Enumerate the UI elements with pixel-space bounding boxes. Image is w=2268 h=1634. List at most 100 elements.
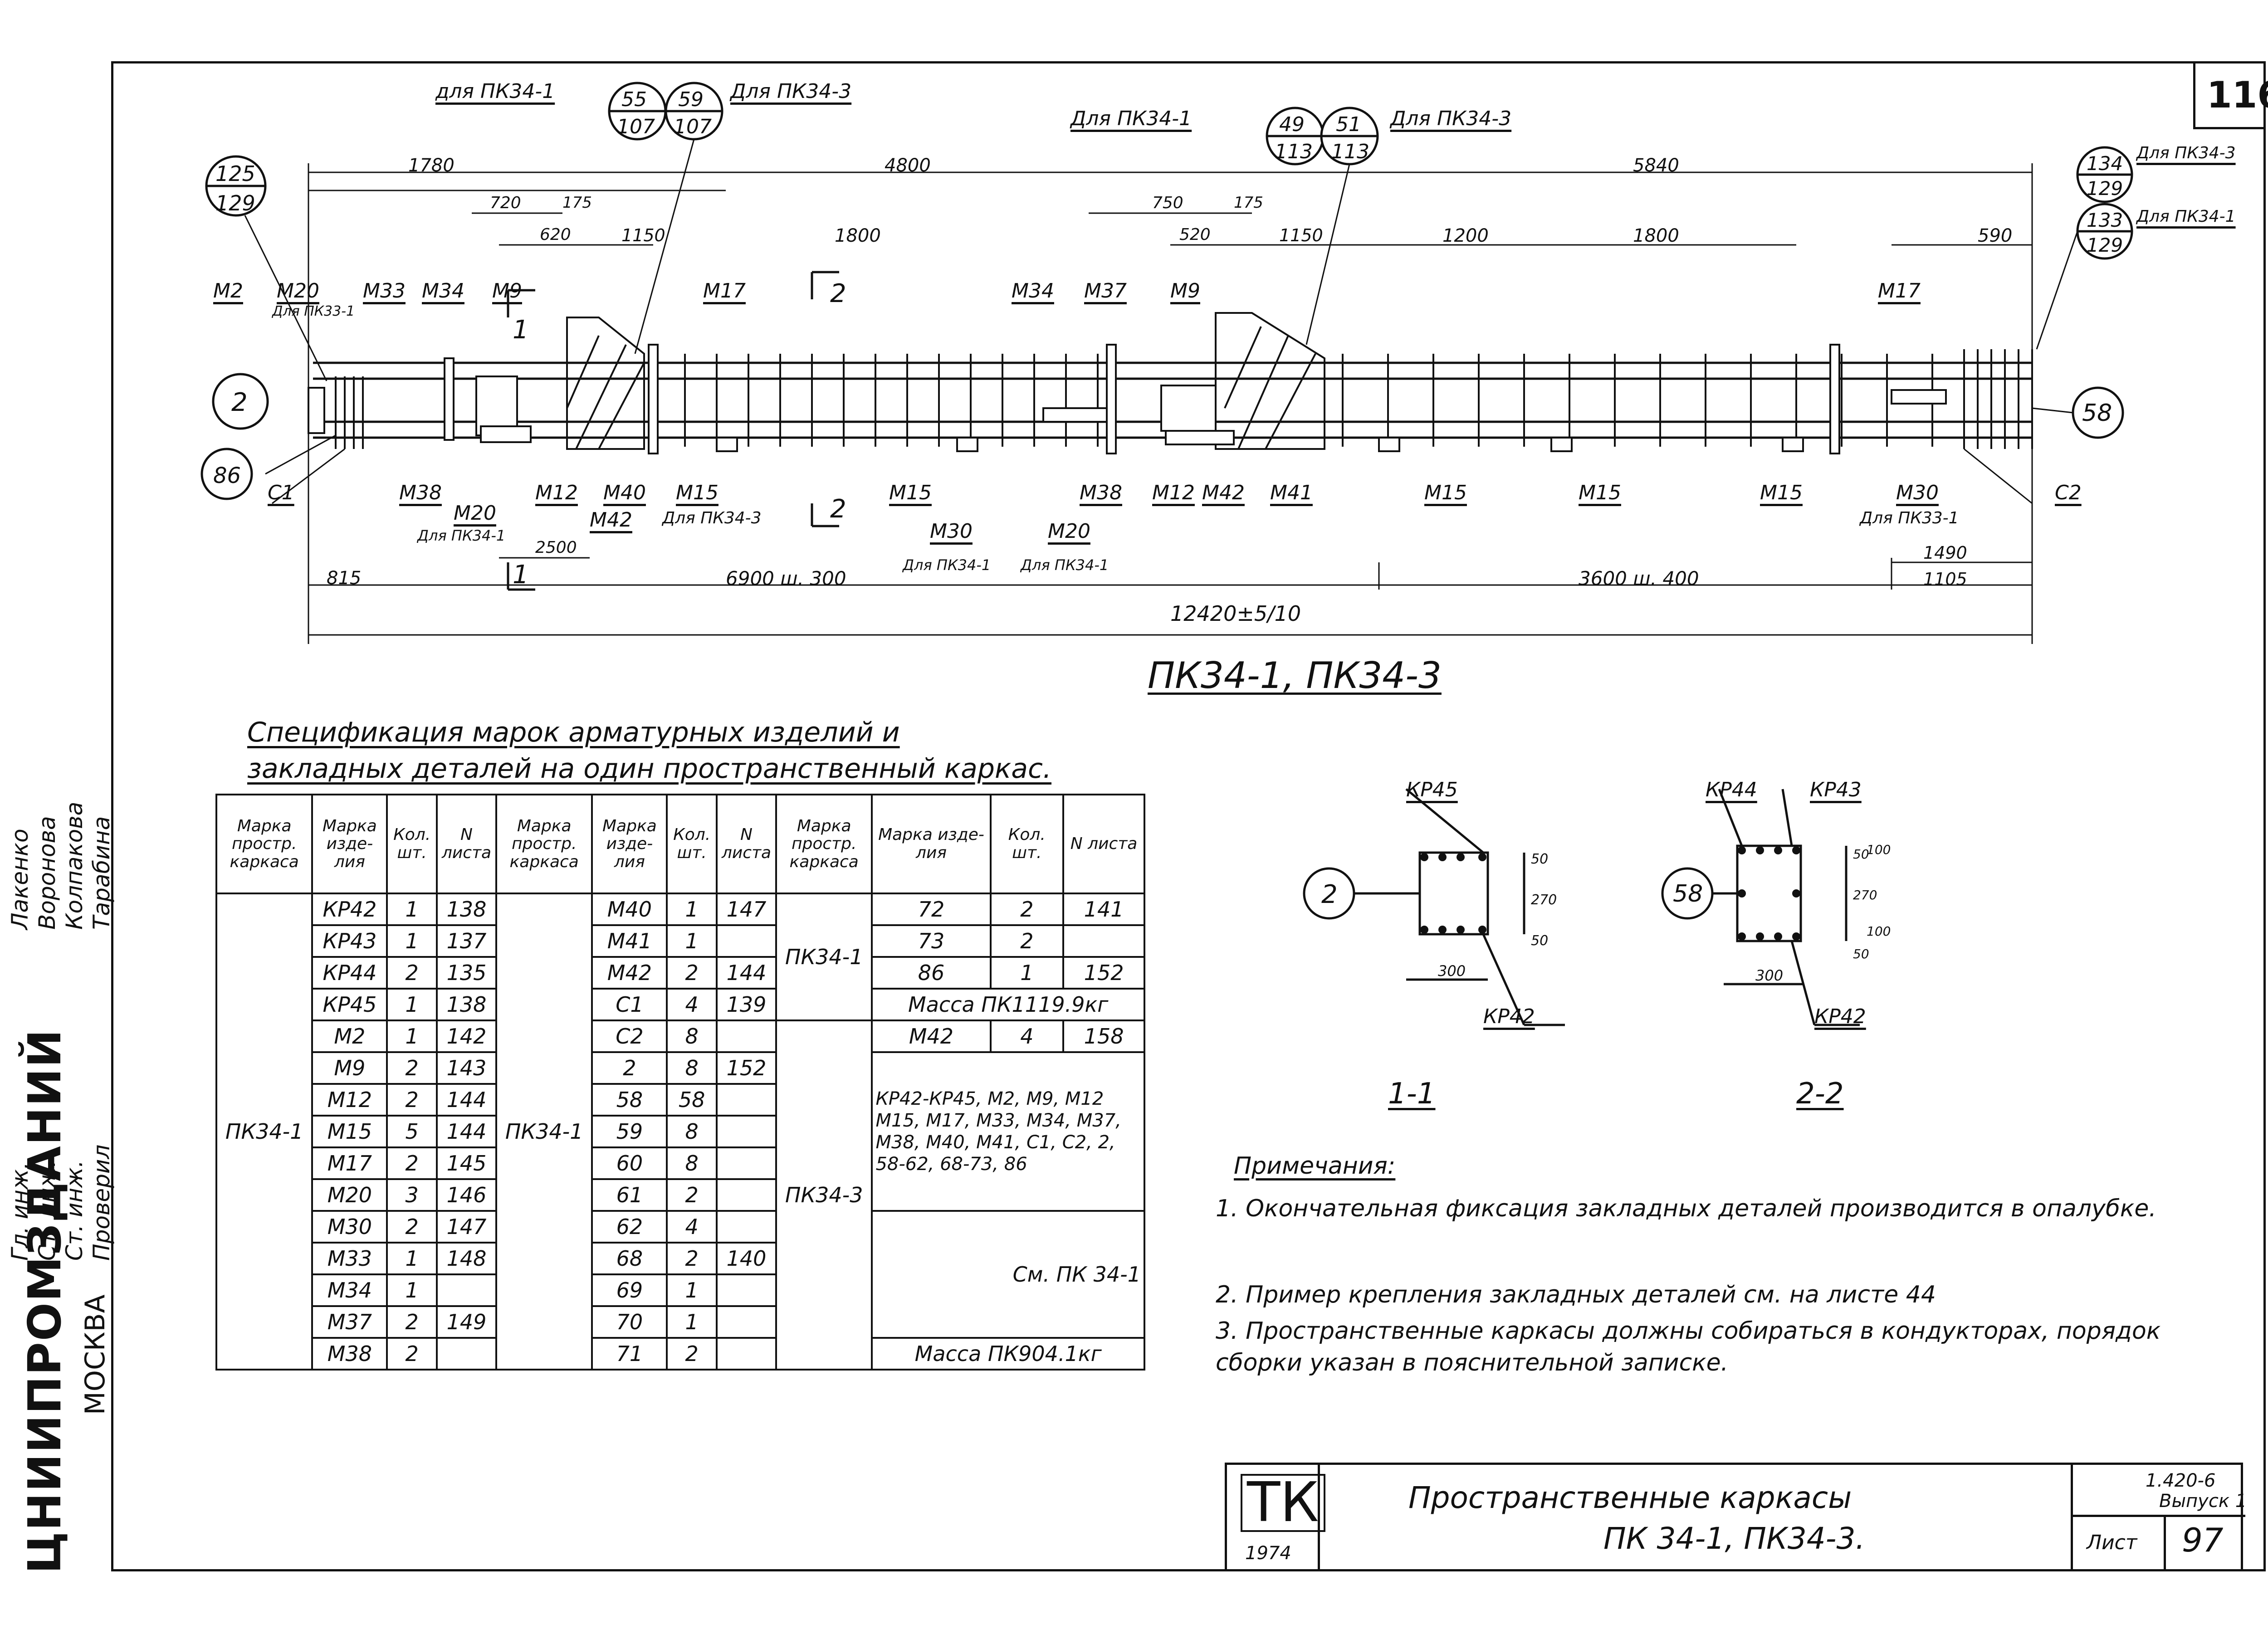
cut-1-bottom: 1 <box>513 560 529 590</box>
part-m20-c: М20 <box>1048 520 1090 543</box>
dim-175-b: 175 <box>1234 194 1263 212</box>
spec-qty: 4 <box>666 988 718 1021</box>
dim-5840: 5840 <box>1633 155 1679 176</box>
spec-mark: М30 <box>311 1210 388 1244</box>
part-m9-b: М9 <box>1170 279 1200 302</box>
spec-sheet: 138 <box>435 988 498 1021</box>
stamp-title-2: ПК 34-1, ПК34-3. <box>1603 1521 1865 1556</box>
spec-sheet: 147 <box>715 893 777 926</box>
spec-qty: 8 <box>666 1051 718 1085</box>
spec-sheet <box>715 1273 777 1307</box>
stamp-series: 1.420-6 <box>2146 1470 2216 1491</box>
s1-dim-50b: 50 <box>1531 933 1549 949</box>
part-note-341-b: Для ПК34-1 <box>903 556 991 574</box>
spec-mark: 62 <box>591 1210 668 1244</box>
spec-mark: КР44 <box>311 956 388 990</box>
stamp-logo-cell: ТК 1974 <box>1227 1465 1325 1569</box>
stamp-logo: ТК <box>1241 1474 1325 1532</box>
part-note-343: Для ПК34-3 <box>662 509 762 527</box>
spec-mark: 70 <box>591 1305 668 1339</box>
drawing-frame <box>111 61 2266 1571</box>
spec-sheet <box>715 1337 777 1371</box>
spec-h9: Марка простр. каркаса <box>775 794 873 894</box>
spec-h8: N листа <box>715 794 777 894</box>
dim-1780: 1780 <box>408 155 455 176</box>
spec-qty: 4 <box>666 1210 718 1244</box>
spec-qty: 2 <box>386 1305 438 1339</box>
spec-sheet <box>715 1210 777 1244</box>
spec-qty: 1 <box>386 924 438 958</box>
role-3: Ст. инж. <box>61 1160 88 1261</box>
spec-qty: 4 <box>989 1019 1065 1053</box>
part-m41: М41 <box>1270 481 1313 504</box>
spec-qty: 2 <box>386 1210 438 1244</box>
part-m12-b: М12 <box>1152 481 1195 504</box>
dim-175: 175 <box>562 194 592 212</box>
spec-mark: М15 <box>311 1115 388 1148</box>
dim-1800-a: 1800 <box>835 225 881 246</box>
spec-frame-b: ПК34-1 <box>495 893 593 1371</box>
spec-mark: 69 <box>591 1273 668 1307</box>
dim-815: 815 <box>327 568 362 589</box>
spec-mark: М40 <box>591 893 668 926</box>
spec-qty: 1 <box>666 1305 718 1339</box>
role-1: Гл. инж. <box>7 1162 33 1261</box>
spec-qty: 1 <box>386 1019 438 1053</box>
part-note-331: Для ПК33-1 <box>1860 509 1959 527</box>
part-m15-d: М15 <box>1579 481 1621 504</box>
spec-sheet: 148 <box>435 1242 498 1275</box>
note-left-b: Для ПК34-3 <box>730 80 852 103</box>
spec-sheet <box>715 1019 777 1053</box>
end-mark-86: 86 <box>213 463 241 488</box>
part-m34: М34 <box>422 279 464 302</box>
sections-svg <box>1303 788 1860 1026</box>
callout-7-bottom: 129 <box>2087 234 2123 256</box>
spec-qty: 3 <box>386 1178 438 1212</box>
spec-title-1: Спецификация марок арматурных изделий и <box>247 717 900 748</box>
dim-1150-a: 1150 <box>621 225 665 245</box>
dim-1800-b: 1800 <box>1633 225 1679 246</box>
dim-590: 590 <box>1978 225 2013 246</box>
spec-sheet <box>715 924 777 958</box>
cut-2-bottom: 2 <box>830 494 846 524</box>
notes-heading: Примечания: <box>1234 1152 1396 1180</box>
part-m15-e: М15 <box>1760 481 1803 504</box>
spec-h10: Марка изде- лия <box>871 794 992 894</box>
callout-2-bottom: 107 <box>617 115 655 138</box>
part-m34-b: М34 <box>1012 279 1054 302</box>
spec-sheet: 152 <box>715 1051 777 1085</box>
spec-mark: М37 <box>311 1305 388 1339</box>
spec-mark: 71 <box>591 1337 668 1371</box>
part-m30-b: М30 <box>1896 481 1939 504</box>
dim-520: 520 <box>1179 225 1211 244</box>
s2-kr-top1: КР44 <box>1706 778 1757 801</box>
spec-qty: 2 <box>666 1242 718 1275</box>
spec-mark: М2 <box>311 1019 388 1053</box>
part-m15-a: М15 <box>676 481 719 504</box>
dim-12420: 12420±5/10 <box>1170 601 1301 626</box>
spec-sheet: 145 <box>435 1146 498 1180</box>
spec-qty: 2 <box>989 924 1065 958</box>
spec-h6: Марка изде- лия <box>591 794 668 894</box>
spec-sheet: 143 <box>435 1051 498 1085</box>
spec-qty: 2 <box>989 893 1065 926</box>
org-name: ЦНИИПРОМЗДАНИЙ <box>18 1029 71 1574</box>
spec-mark: М20 <box>311 1178 388 1212</box>
dim-3600: 3600 ш. 400 <box>1579 567 1699 590</box>
part-m17-b: М17 <box>1878 279 1921 302</box>
callout-3-top: 59 <box>678 88 704 111</box>
spec-mark: 58 <box>591 1083 668 1117</box>
s2-dim-270: 270 <box>1853 888 1877 902</box>
callout-6-top: 134 <box>2087 152 2123 175</box>
spec-sheet <box>715 1178 777 1212</box>
spec-pk3-ref: См. ПК 34-1 <box>871 1210 1145 1339</box>
